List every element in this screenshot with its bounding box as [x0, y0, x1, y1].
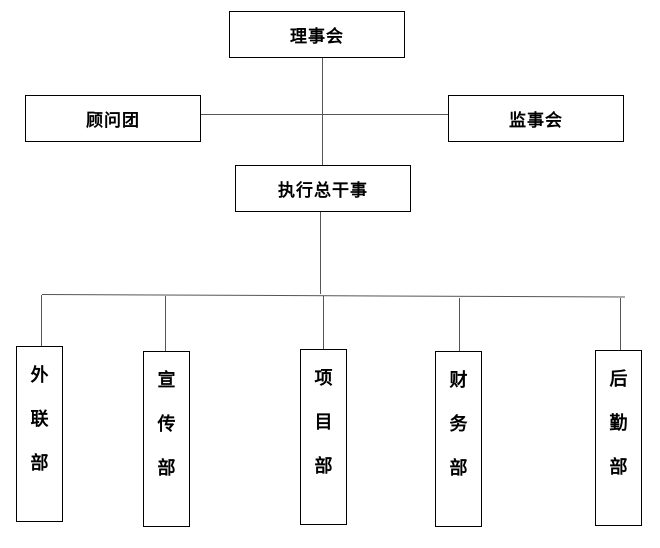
connector-department-5: [620, 298, 621, 350]
board-box: 理事会: [229, 11, 405, 58]
department-5-char-1: 后: [609, 369, 628, 390]
department-1-char-2: 联: [30, 409, 49, 430]
connector-department-1: [41, 295, 42, 346]
department-5-char-3: 部: [609, 457, 628, 478]
department-3-char-2: 目: [314, 412, 333, 433]
connector-department-bus: [41, 294, 625, 298]
department-box-4: 财 务 部: [435, 351, 482, 527]
executive-label: 执行总干事: [278, 181, 368, 201]
department-1-char-1: 外: [30, 365, 49, 386]
department-box-3: 项 目 部: [300, 349, 347, 525]
executive-box: 执行总干事: [235, 165, 411, 212]
board-label: 理事会: [290, 27, 344, 47]
department-1-char-3: 部: [30, 453, 49, 474]
connector-advisors-to-supervisors: [201, 114, 448, 115]
department-4-char-3: 部: [449, 458, 468, 479]
department-3-char-3: 部: [314, 456, 333, 477]
department-3-char-1: 项: [314, 368, 333, 389]
department-box-1: 外 联 部: [16, 346, 63, 522]
advisors-box: 顾问团: [25, 95, 201, 142]
supervisors-box: 监事会: [448, 95, 624, 142]
connector-executive-to-departments: [320, 212, 321, 294]
connector-board-to-executive: [322, 58, 323, 165]
department-5-char-2: 勤: [609, 413, 628, 434]
advisors-label: 顾问团: [86, 111, 140, 131]
supervisors-label: 监事会: [509, 111, 563, 131]
department-2-char-2: 传: [157, 414, 176, 435]
department-box-5: 后 勤 部: [595, 350, 642, 526]
connector-department-4: [459, 298, 460, 351]
department-4-char-2: 务: [449, 414, 468, 435]
department-4-char-1: 财: [449, 370, 468, 391]
connector-department-2: [165, 296, 166, 351]
department-box-2: 宣 传 部: [143, 351, 190, 527]
department-2-char-1: 宣: [157, 370, 176, 391]
department-2-char-3: 部: [157, 458, 176, 479]
connector-department-3: [323, 296, 324, 349]
